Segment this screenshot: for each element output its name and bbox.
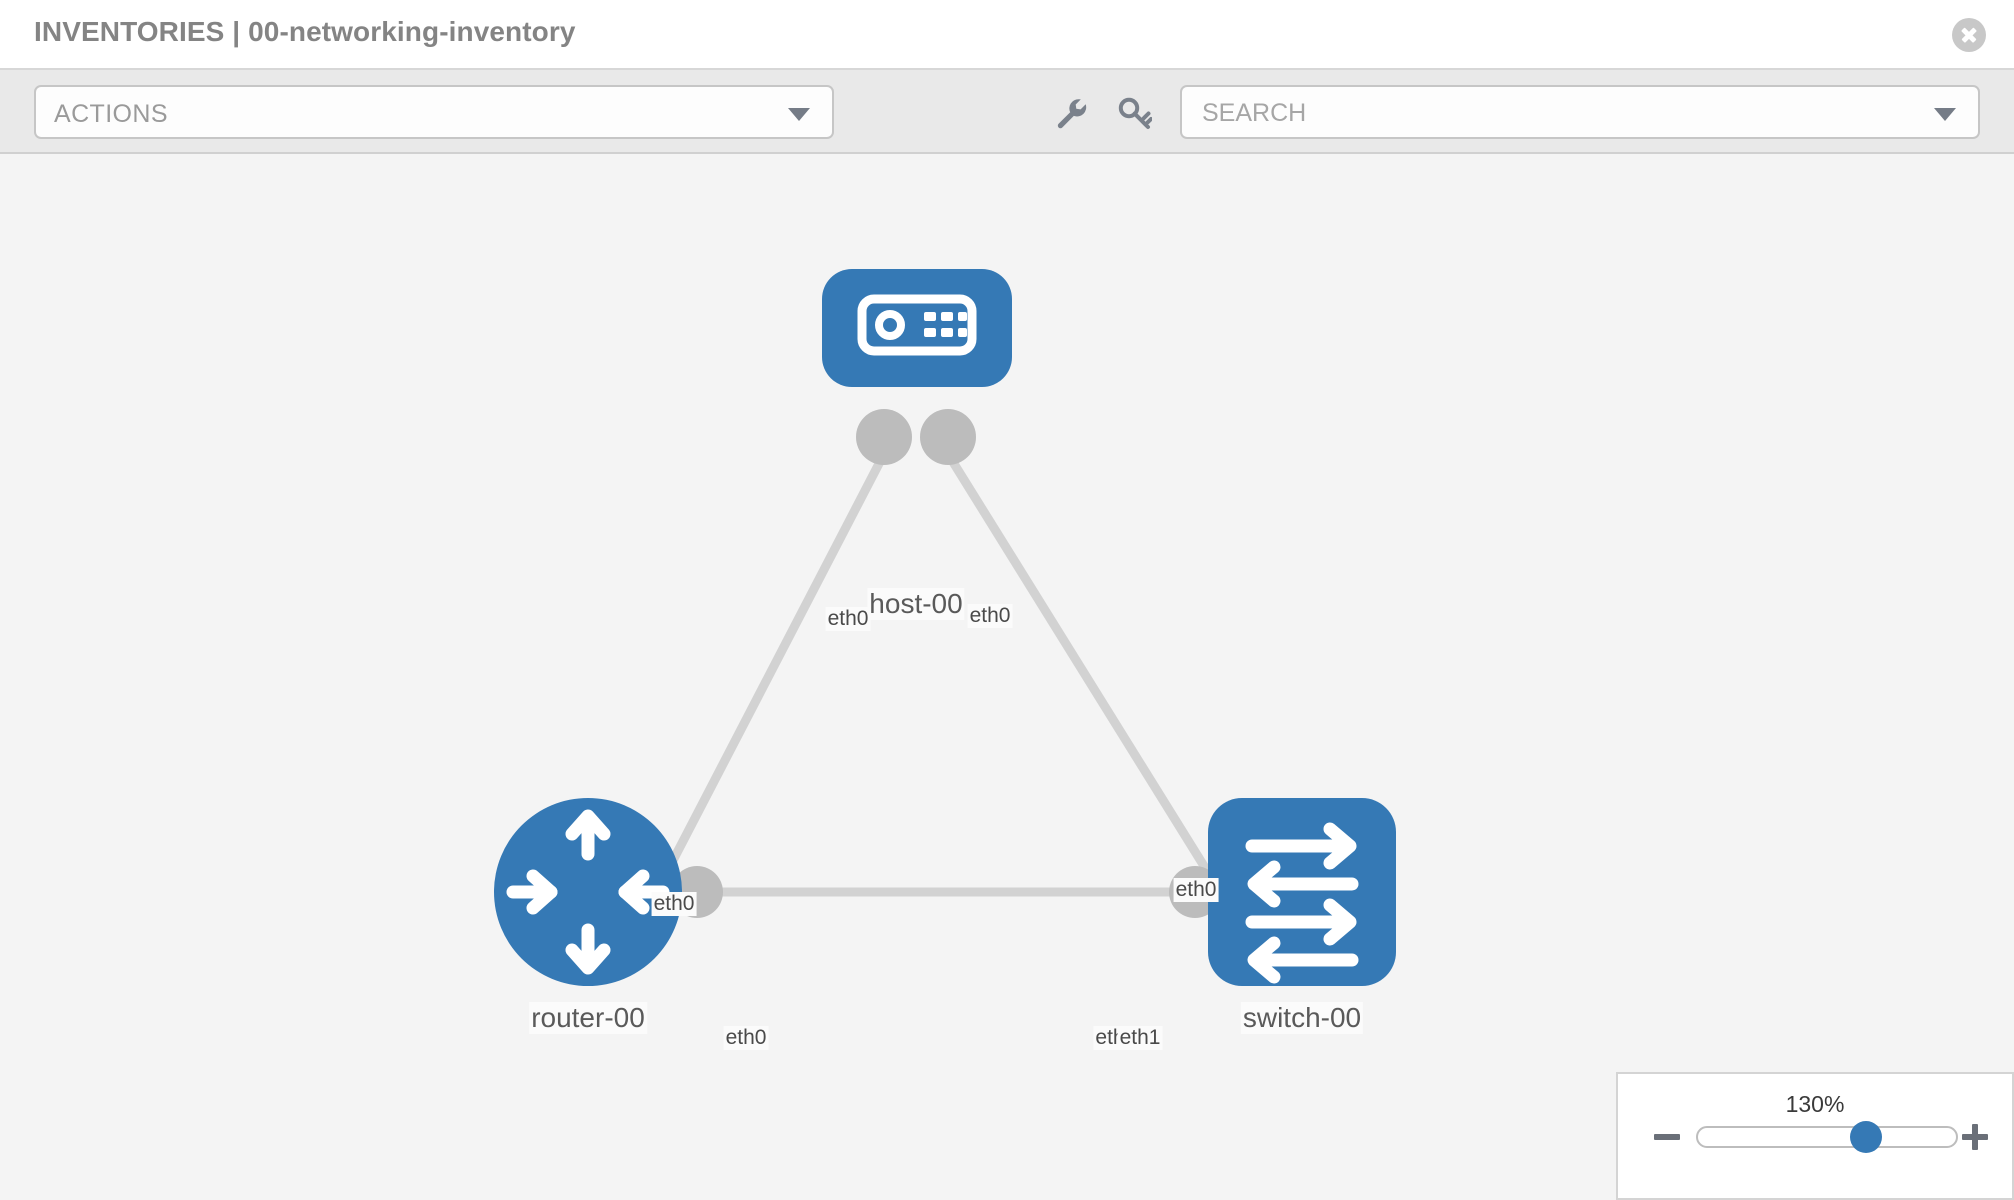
iface-label-switch-eth1-trunk: eth1: [1117, 1026, 1163, 1050]
node-router-00[interactable]: [494, 798, 682, 986]
zoom-slider[interactable]: [1696, 1121, 1958, 1153]
topology-links: [636, 451, 1245, 927]
iface-label-host-eth0-left: eth0: [825, 607, 871, 631]
search-field[interactable]: [1180, 85, 1980, 139]
node-switch-00[interactable]: [1208, 798, 1396, 986]
wrench-icon[interactable]: [1054, 96, 1088, 130]
link-host-router[interactable]: [636, 451, 888, 927]
search-input[interactable]: [1200, 87, 1904, 139]
minus-icon: [1654, 1134, 1680, 1140]
page-header: INVENTORIES | 00-networking-inventory: [0, 0, 2014, 70]
zoom-in-button[interactable]: [1960, 1122, 1990, 1152]
link-host-switch[interactable]: [944, 451, 1244, 927]
node-label-router-00: router-00: [529, 1002, 647, 1034]
iface-label-switch-eth0-uplink: eth0: [1173, 878, 1219, 902]
node-label-switch-00: switch-00: [1240, 1002, 1364, 1034]
zoom-level-label: 130%: [1785, 1091, 1845, 1117]
plus-icon-vertical: [1972, 1124, 1978, 1150]
node-label-host-00: host-00: [867, 588, 965, 620]
toolbar: ACTIONS: [0, 70, 2014, 154]
iface-label-host-eth0-right: eth0: [967, 604, 1013, 628]
zoom-control-panel: 130%: [1616, 1072, 2014, 1200]
chevron-down-icon: [788, 108, 810, 121]
connector-host-eth0-right[interactable]: [920, 409, 976, 465]
iface-label-router-eth0-uplink: eth0: [651, 892, 697, 916]
connector-host-eth0-left[interactable]: [856, 409, 912, 465]
close-icon[interactable]: [1952, 18, 1986, 52]
zoom-out-button[interactable]: [1652, 1122, 1682, 1152]
zoom-slider-thumb[interactable]: [1850, 1121, 1882, 1153]
server-device-icon: [857, 294, 977, 356]
topology-canvas[interactable]: host-00 router-00 switch-00 eth0 eth0 et…: [0, 154, 2014, 1200]
chevron-down-icon[interactable]: [1934, 108, 1956, 121]
router-four-arrows-icon: [506, 809, 670, 975]
topology-graph: [494, 269, 1396, 986]
actions-dropdown[interactable]: ACTIONS: [34, 85, 834, 139]
iface-label-router-eth0-trunk: eth0: [723, 1026, 769, 1050]
switch-two-way-arrows-icon: [1245, 822, 1359, 984]
node-host-00[interactable]: [822, 269, 1012, 387]
key-icon[interactable]: [1118, 96, 1153, 130]
page-title: INVENTORIES | 00-networking-inventory: [34, 16, 576, 47]
actions-dropdown-label: ACTIONS: [54, 100, 168, 128]
